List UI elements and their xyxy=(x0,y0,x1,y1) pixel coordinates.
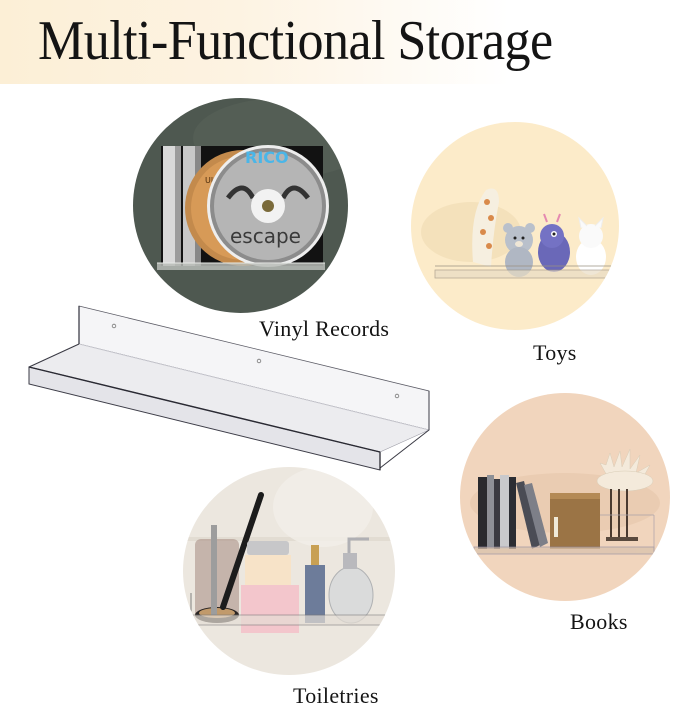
cd-case-spine xyxy=(163,146,175,266)
page-title: Multi-Functional Storage xyxy=(38,10,553,72)
header-banner xyxy=(0,0,679,84)
screw-hole-icon xyxy=(256,358,262,364)
vinyl-records-label: Vinyl Records xyxy=(259,316,390,341)
toiletries-label: Toiletries xyxy=(293,683,379,708)
toiletries-image xyxy=(183,467,395,675)
books-image xyxy=(460,393,670,601)
screw-hole-icon xyxy=(394,393,400,399)
toys-image xyxy=(411,122,619,330)
svg-text:escape: escape xyxy=(230,224,301,248)
acrylic-shelf-illustration xyxy=(28,305,430,471)
vinyl-records-image: Ultim RICO escape xyxy=(133,98,348,313)
toys-label: Toys xyxy=(533,340,577,365)
disc-title-text: RICO xyxy=(245,148,289,167)
screw-hole-icon xyxy=(111,323,117,329)
books-label: Books xyxy=(570,609,628,634)
